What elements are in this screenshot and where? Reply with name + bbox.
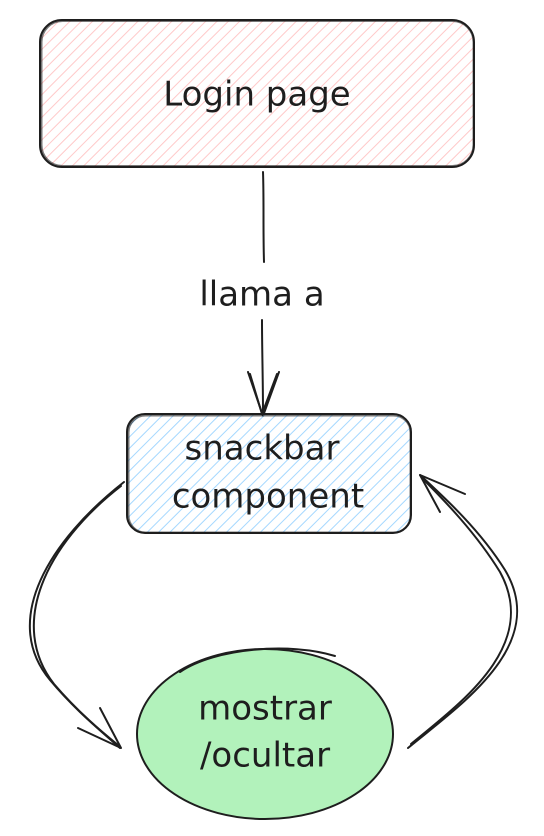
right-arrowhead — [419, 474, 466, 513]
snackbar-component-node: snackbar component — [126, 413, 412, 534]
edge-label: llama a — [199, 275, 324, 315]
edge-toggle-to-snackbar — [407, 474, 519, 749]
edge-line-lower — [261, 319, 264, 415]
snackbar-label-line2: component — [172, 477, 364, 517]
edge-snackbar-to-toggle — [28, 481, 125, 749]
edge-line-upper — [262, 171, 265, 263]
snackbar-label-line1: snackbar — [185, 429, 340, 469]
toggle-label-line2: /ocultar — [200, 736, 330, 776]
edge-login-to-snackbar: llama a — [199, 171, 325, 417]
left-arrowhead — [77, 707, 122, 749]
login-page-label: Login page — [163, 75, 350, 115]
toggle-ellipse — [137, 649, 393, 819]
toggle-node: mostrar /ocultar — [136, 647, 394, 820]
toggle-label-line1: mostrar — [198, 689, 332, 729]
login-page-node: Login page — [39, 19, 475, 168]
